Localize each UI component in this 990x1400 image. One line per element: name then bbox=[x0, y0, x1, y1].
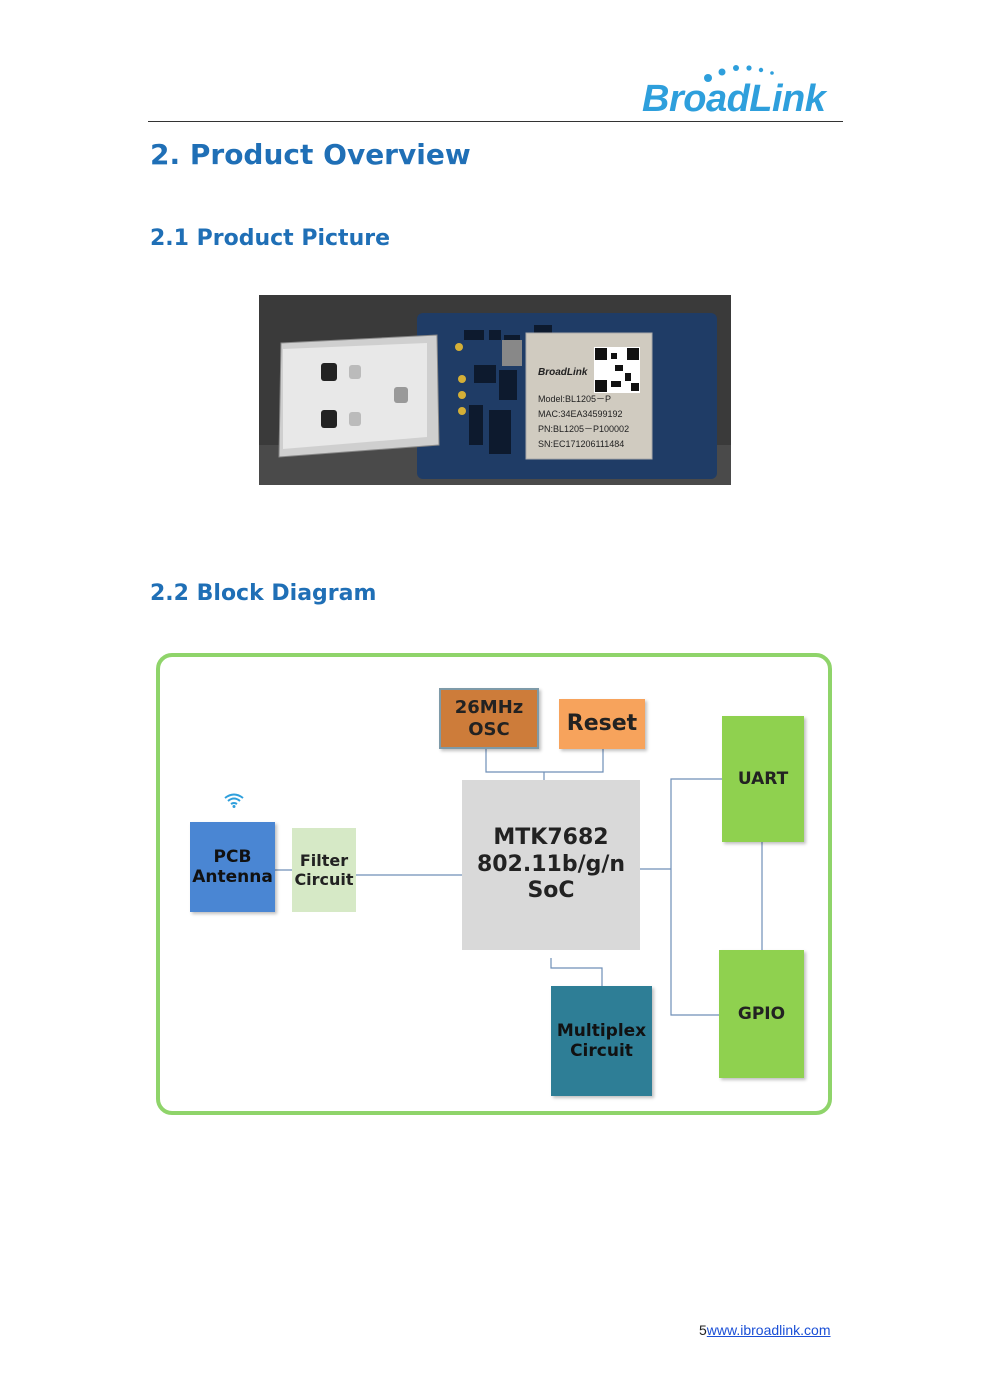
gpio-block: GPIO bbox=[719, 950, 804, 1078]
broadlink-logo: BroadLink bbox=[640, 64, 840, 120]
qr-code-icon bbox=[595, 348, 639, 392]
module-mac: MAC:34EA34599192 bbox=[538, 409, 623, 419]
wifi-icon bbox=[224, 793, 244, 808]
product-picture-heading: 2.1 Product Picture bbox=[150, 226, 391, 251]
osc-block: 26MHz OSC bbox=[439, 688, 539, 749]
module-brand: BroadLink bbox=[538, 367, 588, 378]
product-photo: BroadLink Model:BL1205－P MAC:34EA3459919… bbox=[259, 295, 731, 485]
logo-dots-icon bbox=[704, 65, 774, 82]
module-pn: PN:BL1205－P100002 bbox=[538, 424, 629, 434]
module-sn: SN:EC171206111484 bbox=[538, 439, 624, 449]
header-rule bbox=[148, 121, 843, 122]
soc-block: MTK7682 802.11b/g/n SoC bbox=[462, 780, 640, 950]
pcb-antenna-block: PCB Antenna bbox=[190, 822, 275, 912]
page-footer: 5www.ibroadlink.com bbox=[699, 1322, 831, 1338]
module-model: Model:BL1205－P bbox=[538, 394, 611, 404]
website-link[interactable]: www.ibroadlink.com bbox=[706, 1322, 831, 1338]
filter-circuit-block: Filter Circuit bbox=[292, 828, 356, 912]
section-title: 2. Product Overview bbox=[150, 138, 471, 171]
reset-block: Reset bbox=[559, 699, 645, 749]
uart-block: UART bbox=[722, 716, 804, 842]
logo-text: BroadLink bbox=[642, 78, 826, 120]
block-diagram-heading: 2.2 Block Diagram bbox=[150, 581, 377, 606]
page-number: 5 bbox=[699, 1322, 707, 1338]
multiplex-circuit-block: Multiplex Circuit bbox=[551, 986, 652, 1096]
